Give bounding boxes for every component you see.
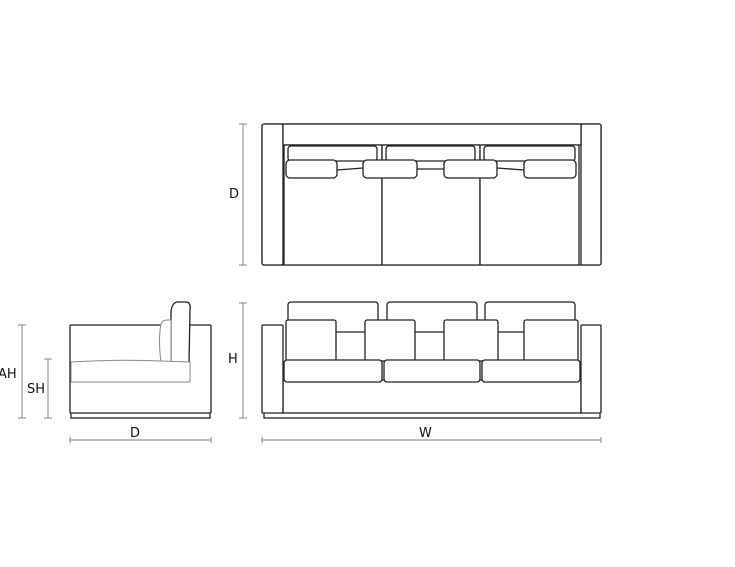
front-height-label: H (228, 352, 238, 367)
top-depth-dimension: D (229, 123, 247, 266)
side-view: AH SH D (0, 301, 212, 443)
side-arm-height-dimension: AH (0, 324, 26, 419)
top-back-cushion (287, 145, 378, 162)
front-pillow (443, 319, 499, 362)
front-seat-cushion (283, 359, 383, 383)
front-right-arm (580, 324, 602, 414)
top-pillow (523, 159, 577, 179)
front-pillow (523, 319, 579, 362)
front-pillow (364, 319, 416, 362)
top-back (282, 123, 582, 146)
side-back-cushion (170, 301, 191, 365)
top-view: D (229, 123, 602, 266)
top-left-arm (261, 123, 284, 266)
side-seat-height-dimension: SH (27, 358, 52, 419)
front-view: H W (228, 301, 602, 443)
front-width-label: W (419, 426, 432, 441)
top-back-cushion (385, 145, 476, 162)
side-seat-cushion (70, 359, 191, 383)
front-base (282, 379, 582, 414)
top-pillow (443, 159, 498, 179)
top-back-cushion (483, 145, 576, 162)
front-seat-cushion (383, 359, 481, 383)
front-left-arm (261, 324, 284, 414)
top-depth-label: D (229, 187, 239, 202)
top-pillow (362, 159, 418, 179)
top-right-arm (580, 123, 602, 266)
front-width-dimension: W (261, 426, 602, 443)
side-depth-label: D (130, 426, 140, 441)
front-pillow (285, 319, 337, 362)
side-pillow (159, 319, 172, 365)
side-arm-height-label: AH (0, 367, 17, 382)
front-seat-cushion (481, 359, 581, 383)
side-depth-dimension: D (69, 426, 212, 443)
side-seat-height-label: SH (27, 382, 45, 397)
top-pillow (285, 159, 338, 179)
front-height-dimension: H (228, 302, 247, 419)
